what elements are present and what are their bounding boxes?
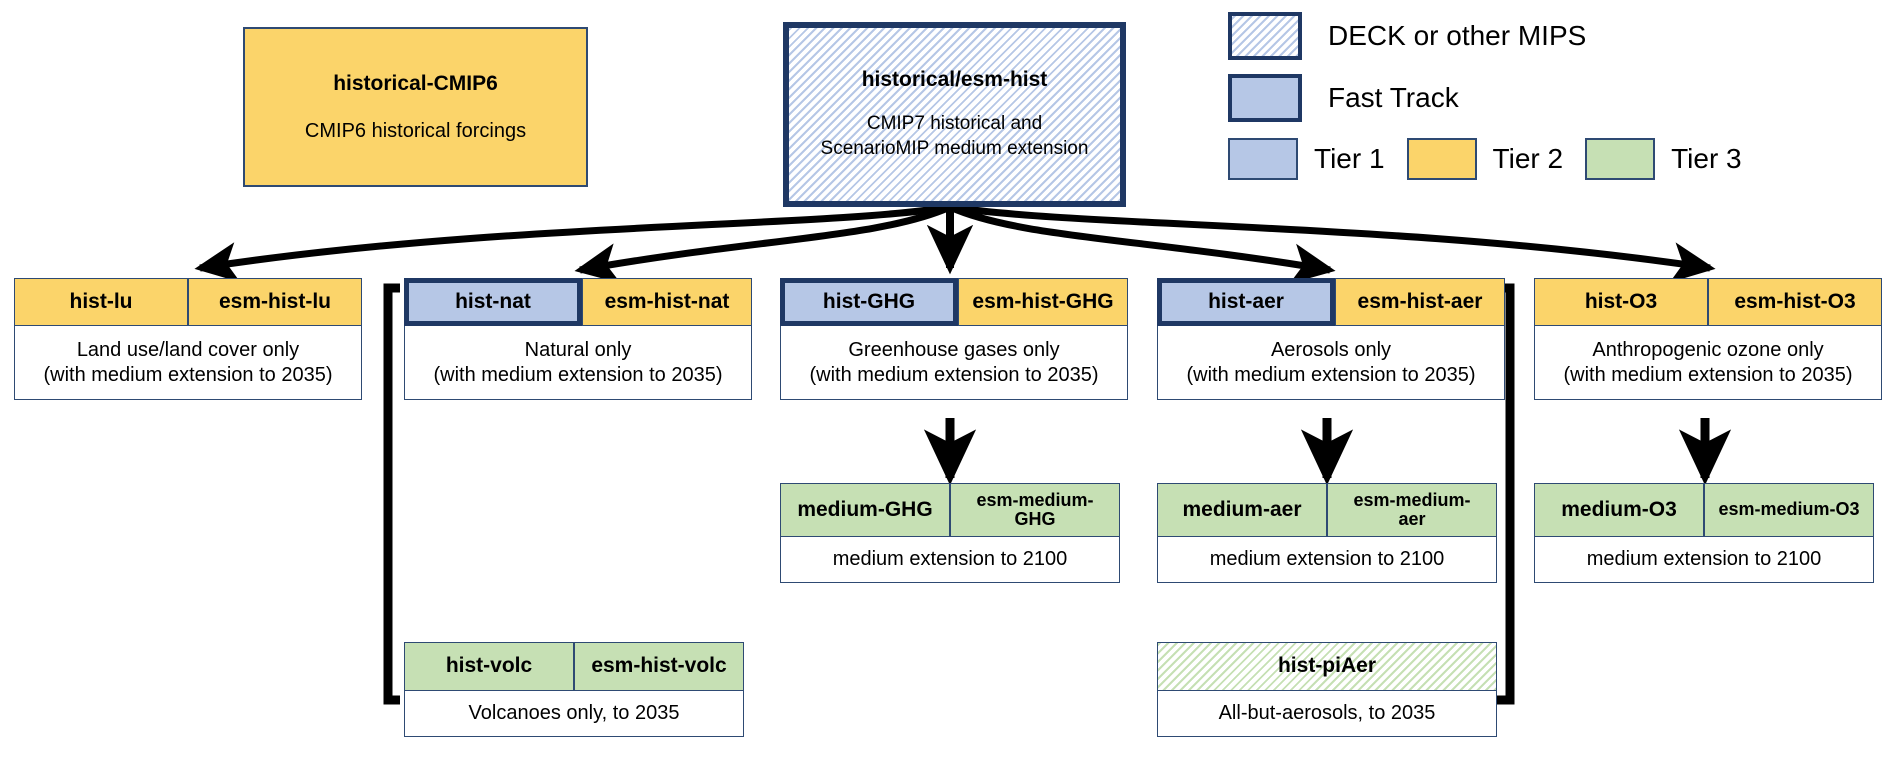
medium-aer-description: medium extension to 2100 [1157, 537, 1497, 583]
legend-swatch-tier2-icon [1406, 138, 1477, 180]
legend-label-tier2: Tier 2 [1492, 143, 1564, 174]
legend-label-fast-track: Fast Track [1328, 82, 1459, 113]
historical-esm-hist-subtitle-line2: ScenarioMIP medium extension [820, 137, 1089, 159]
cell-esm-medium-o3[interactable]: esm-medium-O3 [1704, 483, 1874, 537]
medium-o3-description: medium extension to 2100 [1534, 537, 1874, 583]
hist-nat-desc-line2: (with medium extension to 2035) [433, 363, 723, 386]
legend-swatch-fast-track-icon [1228, 74, 1302, 122]
cell-esm-hist-o3[interactable]: esm-hist-O3 [1708, 278, 1882, 326]
hist-nat-header: hist-nat esm-hist-nat [404, 278, 752, 326]
hist-ghg-description: Greenhouse gases only (with medium exten… [780, 326, 1128, 400]
medium-ghg-description: medium extension to 2100 [780, 537, 1120, 583]
medium-ghg-header: medium-GHG esm-medium- GHG [780, 483, 1120, 537]
medium-aer-desc-text: medium extension to 2100 [1209, 548, 1445, 571]
hist-aer-header: hist-aer esm-hist-aer [1157, 278, 1505, 326]
node-hist-ghg-group[interactable]: hist-GHG esm-hist-GHG Greenhouse gases o… [780, 278, 1128, 400]
hist-o3-desc-line1: Anthropogenic ozone only [1592, 339, 1824, 362]
arrow-to-hist-nat [574, 203, 952, 284]
hist-piaer-desc-text: All-but-aerosols, to 2035 [1218, 702, 1436, 725]
hist-nat-description: Natural only (with medium extension to 2… [404, 326, 752, 400]
hist-ghg-header: hist-GHG esm-hist-GHG [780, 278, 1128, 326]
node-historical-esm-hist[interactable]: historical/esm-hist CMIP7 historical and… [783, 22, 1126, 207]
hist-aer-description: Aerosols only (with medium extension to … [1157, 326, 1505, 400]
node-medium-o3-group[interactable]: medium-O3 esm-medium-O3 medium extension… [1534, 483, 1874, 583]
esm-medium-aer-line1: esm-medium- [1353, 489, 1471, 510]
historical-cmip6-subtitle: CMIP6 historical forcings [304, 119, 527, 142]
cell-esm-hist-volc[interactable]: esm-hist-volc [574, 642, 744, 691]
hist-volc-header: hist-volc esm-hist-volc [404, 642, 744, 691]
historical-esm-hist-subtitle-line1: CMIP7 historical and [866, 112, 1043, 134]
cell-medium-aer[interactable]: medium-aer [1157, 483, 1327, 537]
medium-ghg-desc-text: medium extension to 2100 [832, 548, 1068, 571]
legend-item-fast-track: Fast Track [1228, 74, 1878, 122]
node-hist-lu-group[interactable]: hist-lu esm-hist-lu Land use/land cover … [14, 278, 362, 400]
cell-hist-lu[interactable]: hist-lu [14, 278, 188, 326]
legend-swatch-tier3-icon [1585, 138, 1656, 180]
node-hist-aer-group[interactable]: hist-aer esm-hist-aer Aerosols only (wit… [1157, 278, 1505, 400]
legend-swatch-tier1-icon [1228, 138, 1298, 180]
esm-medium-ghg-line1: esm-medium- [976, 489, 1094, 510]
historical-esm-hist-title: historical/esm-hist [861, 67, 1048, 91]
hist-o3-header: hist-O3 esm-hist-O3 [1534, 278, 1882, 326]
cell-medium-o3[interactable]: medium-O3 [1534, 483, 1704, 537]
node-medium-ghg-group[interactable]: medium-GHG esm-medium- GHG medium extens… [780, 483, 1120, 583]
hist-aer-desc-line1: Aerosols only [1270, 339, 1392, 362]
cell-esm-hist-lu[interactable]: esm-hist-lu [188, 278, 362, 326]
cell-hist-ghg[interactable]: hist-GHG [780, 278, 958, 326]
legend-swatch-deck-icon [1228, 12, 1302, 60]
cell-esm-hist-aer[interactable]: esm-hist-aer [1335, 278, 1505, 326]
node-hist-o3-group[interactable]: hist-O3 esm-hist-O3 Anthropogenic ozone … [1534, 278, 1882, 400]
hist-lu-desc-line2: (with medium extension to 2035) [43, 363, 333, 386]
node-hist-volc-group[interactable]: hist-volc esm-hist-volc Volcanoes only, … [404, 642, 744, 737]
medium-o3-header: medium-O3 esm-medium-O3 [1534, 483, 1874, 537]
historical-cmip6-title: historical-CMIP6 [333, 71, 498, 95]
node-historical-cmip6[interactable]: historical-CMIP6 CMIP6 historical forcin… [243, 27, 588, 187]
esm-medium-aer-line2: aer [1398, 509, 1426, 529]
hist-volc-description: Volcanoes only, to 2035 [404, 691, 744, 737]
bracket-nat-to-volc [383, 283, 400, 705]
hist-lu-desc-line1: Land use/land cover only [76, 339, 300, 362]
node-hist-nat-group[interactable]: hist-nat esm-hist-nat Natural only (with… [404, 278, 752, 400]
cell-medium-ghg[interactable]: medium-GHG [780, 483, 950, 537]
cell-esm-medium-ghg[interactable]: esm-medium- GHG [950, 483, 1120, 537]
legend: DECK or other MIPS Fast Track Tier 1 Tie… [1228, 12, 1878, 180]
legend-label-tier3: Tier 3 [1671, 143, 1742, 174]
hist-lu-description: Land use/land cover only (with medium ex… [14, 326, 362, 400]
legend-label-tier1: Tier 1 [1314, 143, 1385, 174]
cell-hist-piaer[interactable]: hist-piAer [1157, 642, 1497, 691]
hist-lu-header: hist-lu esm-hist-lu [14, 278, 362, 326]
node-medium-aer-group[interactable]: medium-aer esm-medium- aer medium extens… [1157, 483, 1497, 583]
hist-ghg-desc-line2: (with medium extension to 2035) [809, 363, 1099, 386]
cell-esm-hist-nat[interactable]: esm-hist-nat [582, 278, 752, 326]
hist-volc-desc-text: Volcanoes only, to 2035 [468, 702, 680, 725]
arrow-to-hist-o3 [949, 203, 1716, 283]
cell-hist-o3[interactable]: hist-O3 [1534, 278, 1708, 326]
hist-aer-desc-line2: (with medium extension to 2035) [1186, 363, 1476, 386]
hist-piaer-description: All-but-aerosols, to 2035 [1157, 691, 1497, 737]
legend-label-deck: DECK or other MIPS [1328, 20, 1587, 51]
cell-hist-nat[interactable]: hist-nat [404, 278, 582, 326]
arrow-to-hist-aer [948, 203, 1336, 284]
esm-medium-ghg-line2: GHG [1014, 509, 1056, 529]
medium-o3-desc-text: medium extension to 2100 [1586, 548, 1822, 571]
hist-ghg-desc-line1: Greenhouse gases only [848, 339, 1060, 362]
arrow-to-hist-lu [194, 203, 951, 283]
medium-aer-header: medium-aer esm-medium- aer [1157, 483, 1497, 537]
cell-esm-hist-ghg[interactable]: esm-hist-GHG [958, 278, 1128, 326]
legend-tier-row: Tier 1 Tier 2 Tier 3 [1228, 138, 1878, 180]
cell-hist-aer[interactable]: hist-aer [1157, 278, 1335, 326]
hist-o3-description: Anthropogenic ozone only (with medium ex… [1534, 326, 1882, 400]
hist-piaer-header: hist-piAer [1157, 642, 1497, 691]
cell-hist-volc[interactable]: hist-volc [404, 642, 574, 691]
legend-item-deck: DECK or other MIPS [1228, 12, 1878, 60]
node-hist-piaer-group[interactable]: hist-piAer All-but-aerosols, to 2035 [1157, 642, 1497, 737]
cell-esm-medium-aer[interactable]: esm-medium- aer [1327, 483, 1497, 537]
hist-o3-desc-line2: (with medium extension to 2035) [1563, 363, 1853, 386]
hist-nat-desc-line1: Natural only [524, 339, 632, 362]
